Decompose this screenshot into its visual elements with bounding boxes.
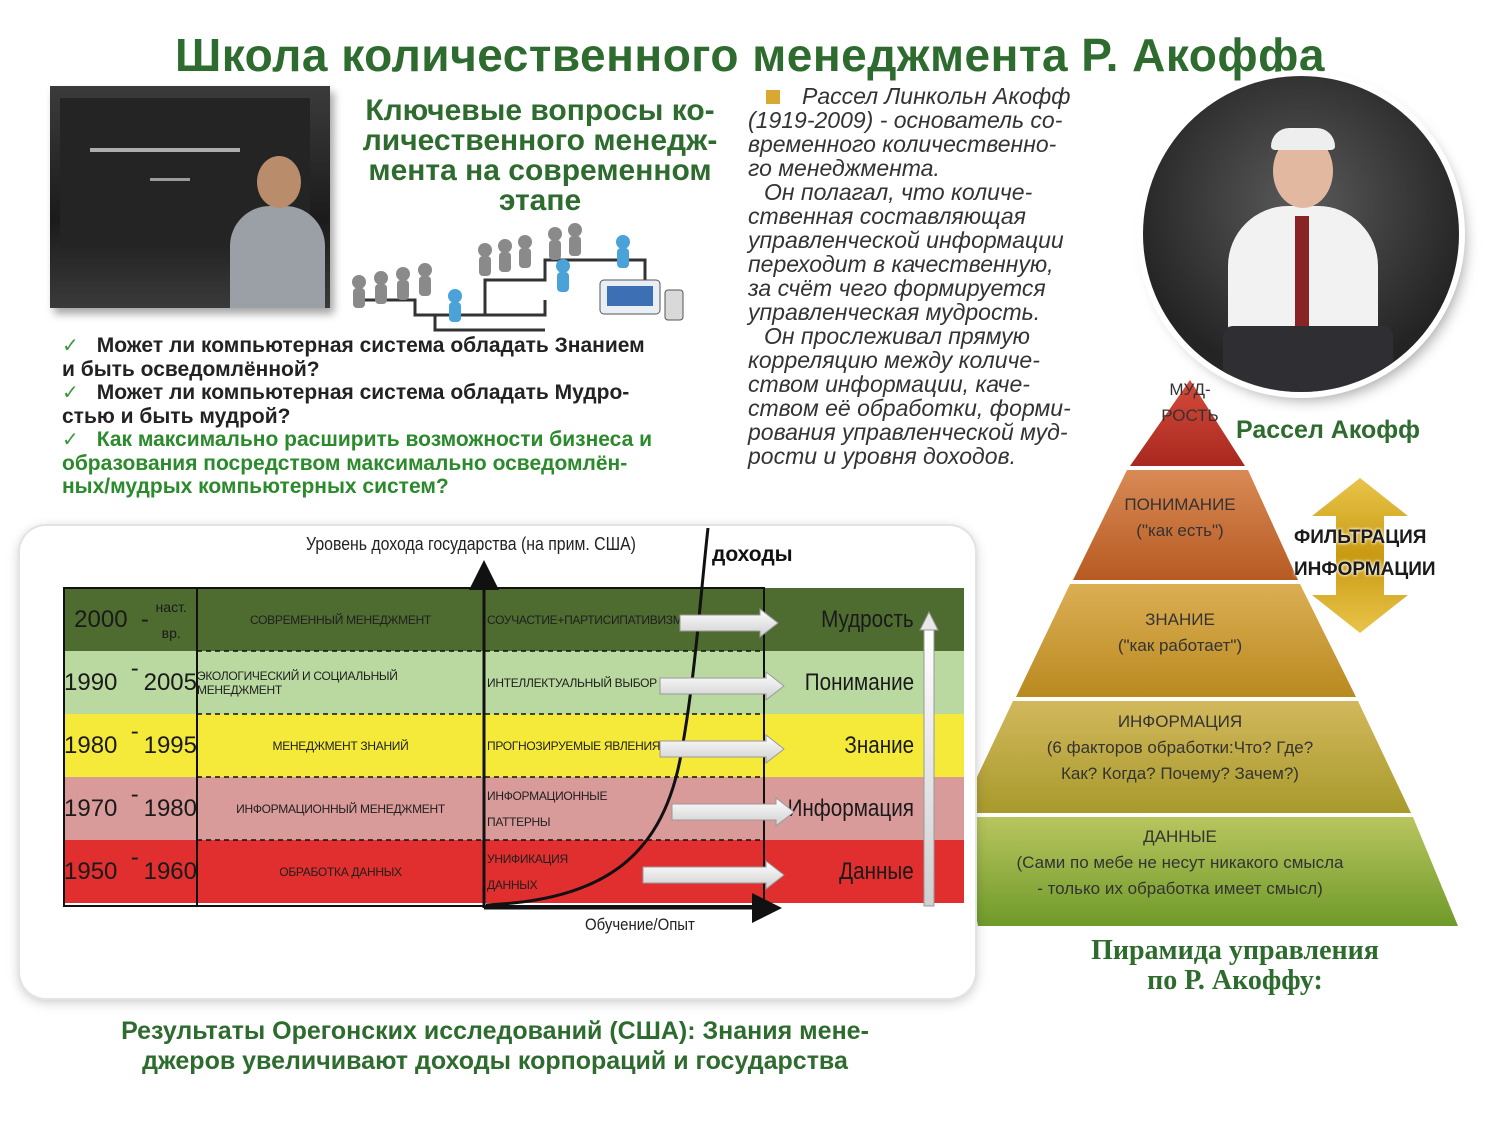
level-cell: Данные [839,857,914,885]
checkmark-icon: ✓ [62,335,79,357]
filter-label: ФИЛЬТРАЦИЯ ИНФОРМАЦИИ [1294,527,1436,580]
key-questions-heading: Ключевые вопросы ко- личественного менед… [362,94,718,217]
management-cell: Современный менеджмент [250,612,431,627]
x-axis-label: Обучение/Опыт [585,915,695,934]
lecturer-figure [225,156,325,308]
pattern-cell: Соучастие+партисипативизм [487,612,683,627]
period-cell: 1970 - 1980 [64,780,197,836]
question-item: ✓Может ли компьютерная система обладать … [62,381,630,428]
pyramid-label-understanding: ПОНИМАНИЕ("как есть") [1124,495,1236,540]
level-cell: Информация [787,794,914,822]
bullet-square-icon [766,90,780,104]
pyramid-label-information: ИНФОРМАЦИЯ(6 факторов обработки:Что? Где… [1046,712,1314,783]
pattern-cell: Унификация данных [487,851,568,892]
key-questions-list: ✓Может ли компьютерная система обладать … [62,334,742,498]
question-item: ✓Может ли компьютерная система обладать … [62,334,645,381]
ackoff-portrait [1143,76,1459,392]
pattern-cell: Информационные паттерны [487,788,608,829]
management-cell: Информационный менеджмент [236,801,445,816]
page-title: Школа количественного менеджмента Р. Ако… [175,29,1325,81]
management-cell: Обработка данных [279,864,402,879]
period-cell: 1990 - 2005 [64,654,197,710]
period-cell: 1980 - 1995 [64,717,197,773]
management-cell: Менеджмент знаний [272,738,409,753]
pyramid-label-knowledge: ЗНАНИЕ("как работает") [1117,610,1243,655]
question-item: ✓Как максимально расширить возможности б… [62,428,653,498]
management-cell: Экологический и социальный менеджмент [197,668,398,697]
period-cell: 2000 - наст. вр. [74,598,187,641]
org-network-illustration [352,223,684,332]
pyramid-caption: Пирамида управления по Р. Акоффу: [1091,935,1379,996]
oregon-research-caption: Результаты Орегонских исследований (США)… [121,1017,869,1075]
double-arrow-icon [1312,478,1408,633]
checkmark-icon: ✓ [62,429,79,451]
table-row: 1980 - 1995 Менеджмент знаний Прогнозиру… [64,714,964,777]
pattern-cell: Прогнозируемые явления [487,738,661,753]
portrait-caption: Рассел Акофф [1236,416,1421,444]
level-cell: Мудрость [821,605,914,633]
level-cell: Понимание [804,668,914,696]
table-row: 2000 - наст. вр. Современный менеджмент … [64,588,964,651]
pyramid-label-wisdom: МУД- РОСТЬ [1161,380,1219,425]
pyramid-label-data: ДАННЫЕ(Сами по мебе не несут никакого см… [1016,827,1344,898]
lecture-photo [50,86,330,308]
checkmark-icon: ✓ [62,382,79,404]
management-history-table: 2000 - наст. вр. Современный менеджмент … [64,588,964,908]
curve-label: доходы [712,543,793,566]
pattern-cell: Интеллектуальный выбор [487,675,657,690]
level-cell: Знание [844,731,914,759]
ackoff-biography: Рассел Линкольн Акофф (1919-2009) - осно… [748,83,1071,469]
table-row: 1950 - 1960 Обработка данных Унификация … [64,840,964,903]
y-axis-label: Уровень дохода государства (на прим. США… [306,534,636,554]
period-cell: 1950 - 1960 [64,843,197,899]
table-row: 1990 - 2005 Экологический и социальный м… [64,651,964,714]
table-row: 1970 - 1980 Информационный менеджмент Ин… [64,777,964,840]
